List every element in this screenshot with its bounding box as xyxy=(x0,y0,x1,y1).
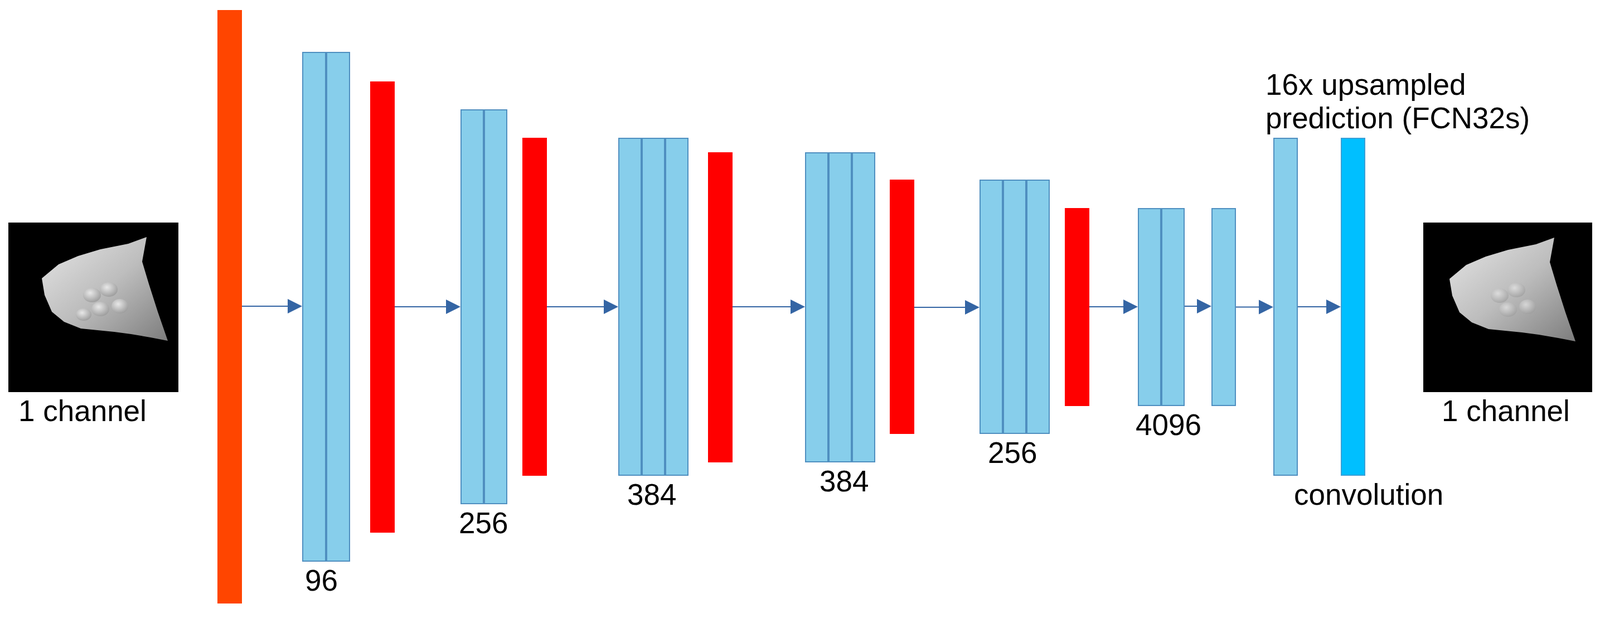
arrow-head xyxy=(1123,299,1138,314)
layer-bar xyxy=(460,109,484,504)
object-render xyxy=(1449,237,1576,342)
conv-pool-block: 256 xyxy=(979,179,1090,434)
layer-bar xyxy=(1161,207,1185,406)
arrow-line xyxy=(914,306,967,308)
object-bump xyxy=(83,287,101,303)
input-layer-bar xyxy=(217,10,242,604)
image-background xyxy=(1423,222,1593,392)
flow-arrow xyxy=(546,299,619,314)
arrow-head xyxy=(965,299,980,315)
layer-bar xyxy=(828,152,852,463)
arrow-head xyxy=(790,299,806,314)
object-bump xyxy=(1519,299,1536,314)
object-bump xyxy=(111,298,129,314)
image-background xyxy=(8,222,179,392)
conv-pool-block: 256 xyxy=(460,109,547,504)
layer-label: 96 xyxy=(304,563,338,597)
arrow-head xyxy=(287,298,303,314)
pooling-bar xyxy=(522,137,547,476)
flow-arrow xyxy=(914,299,980,315)
layer-bar xyxy=(665,137,689,476)
arrow-line xyxy=(241,305,289,307)
layer-bar xyxy=(1211,207,1236,406)
object-render xyxy=(41,236,168,341)
arrow-line xyxy=(1184,305,1199,307)
layer-bar xyxy=(302,51,327,562)
layer-label: 256 xyxy=(987,435,1037,469)
flow-arrow xyxy=(394,299,461,314)
object-bump xyxy=(1499,302,1517,317)
object-bump xyxy=(99,282,118,297)
pooling-bar xyxy=(370,81,395,533)
flow-arrow xyxy=(1235,299,1274,315)
layer-label: 4096 xyxy=(1135,408,1202,441)
layer-caption: 16x upsampled prediction (FCN32s) xyxy=(1265,68,1545,135)
upsample-block: 16x upsampled prediction (FCN32s) xyxy=(1273,137,1298,476)
arrow-head xyxy=(1258,299,1274,315)
layer-label: 1 channel xyxy=(1441,394,1570,428)
arrow-head xyxy=(1196,298,1212,314)
arrow-line xyxy=(1089,306,1125,308)
pooling-bar xyxy=(889,179,915,434)
layer-bar xyxy=(851,152,876,463)
layer-bar xyxy=(979,179,1003,434)
object-bump xyxy=(1490,288,1509,303)
fc-block: 4096 xyxy=(1137,207,1236,406)
output-image: 1 channel xyxy=(1423,222,1593,392)
arrow-head xyxy=(445,299,461,314)
convolution-block: convolution xyxy=(1340,137,1366,476)
object-bump xyxy=(91,301,110,317)
layer-bar xyxy=(1137,207,1162,406)
layer-bar xyxy=(1002,179,1027,434)
layer-label: 384 xyxy=(627,477,677,511)
layer-label: 384 xyxy=(819,464,869,498)
layer-bar xyxy=(326,51,351,562)
layer-label: 1 channel xyxy=(18,394,147,428)
flow-arrow xyxy=(732,299,806,314)
layer-label: convolution xyxy=(1293,477,1444,511)
layer-label: 256 xyxy=(458,506,508,540)
object-bump xyxy=(75,308,92,321)
conv-pool-block: 384 xyxy=(618,137,733,476)
object-bump xyxy=(1507,282,1526,298)
flow-arrow xyxy=(1089,299,1138,314)
object-shape xyxy=(41,236,168,341)
arrow-line xyxy=(732,306,792,308)
arrow-line xyxy=(1235,306,1260,308)
layer-bar xyxy=(1026,179,1050,434)
layer-bar xyxy=(1273,137,1298,476)
input-image: 1 channel xyxy=(8,222,179,392)
layer-bar xyxy=(805,152,829,463)
arrow-line xyxy=(1297,306,1328,308)
pooling-bar xyxy=(708,152,733,463)
arrow-head xyxy=(603,299,619,314)
conv-pool-block: 96 xyxy=(302,51,395,562)
layer-bar xyxy=(641,137,666,476)
layer-bar xyxy=(618,137,642,476)
arrow-line xyxy=(394,306,448,308)
arrow-head xyxy=(1326,299,1341,314)
object-shape xyxy=(1449,237,1576,342)
pooling-bar xyxy=(1064,207,1090,406)
layer-bar xyxy=(1340,137,1366,476)
flow-arrow xyxy=(1297,299,1341,314)
arrow-line xyxy=(546,306,605,308)
layer-bar xyxy=(483,109,508,504)
conv-pool-block: 384 xyxy=(805,152,915,463)
